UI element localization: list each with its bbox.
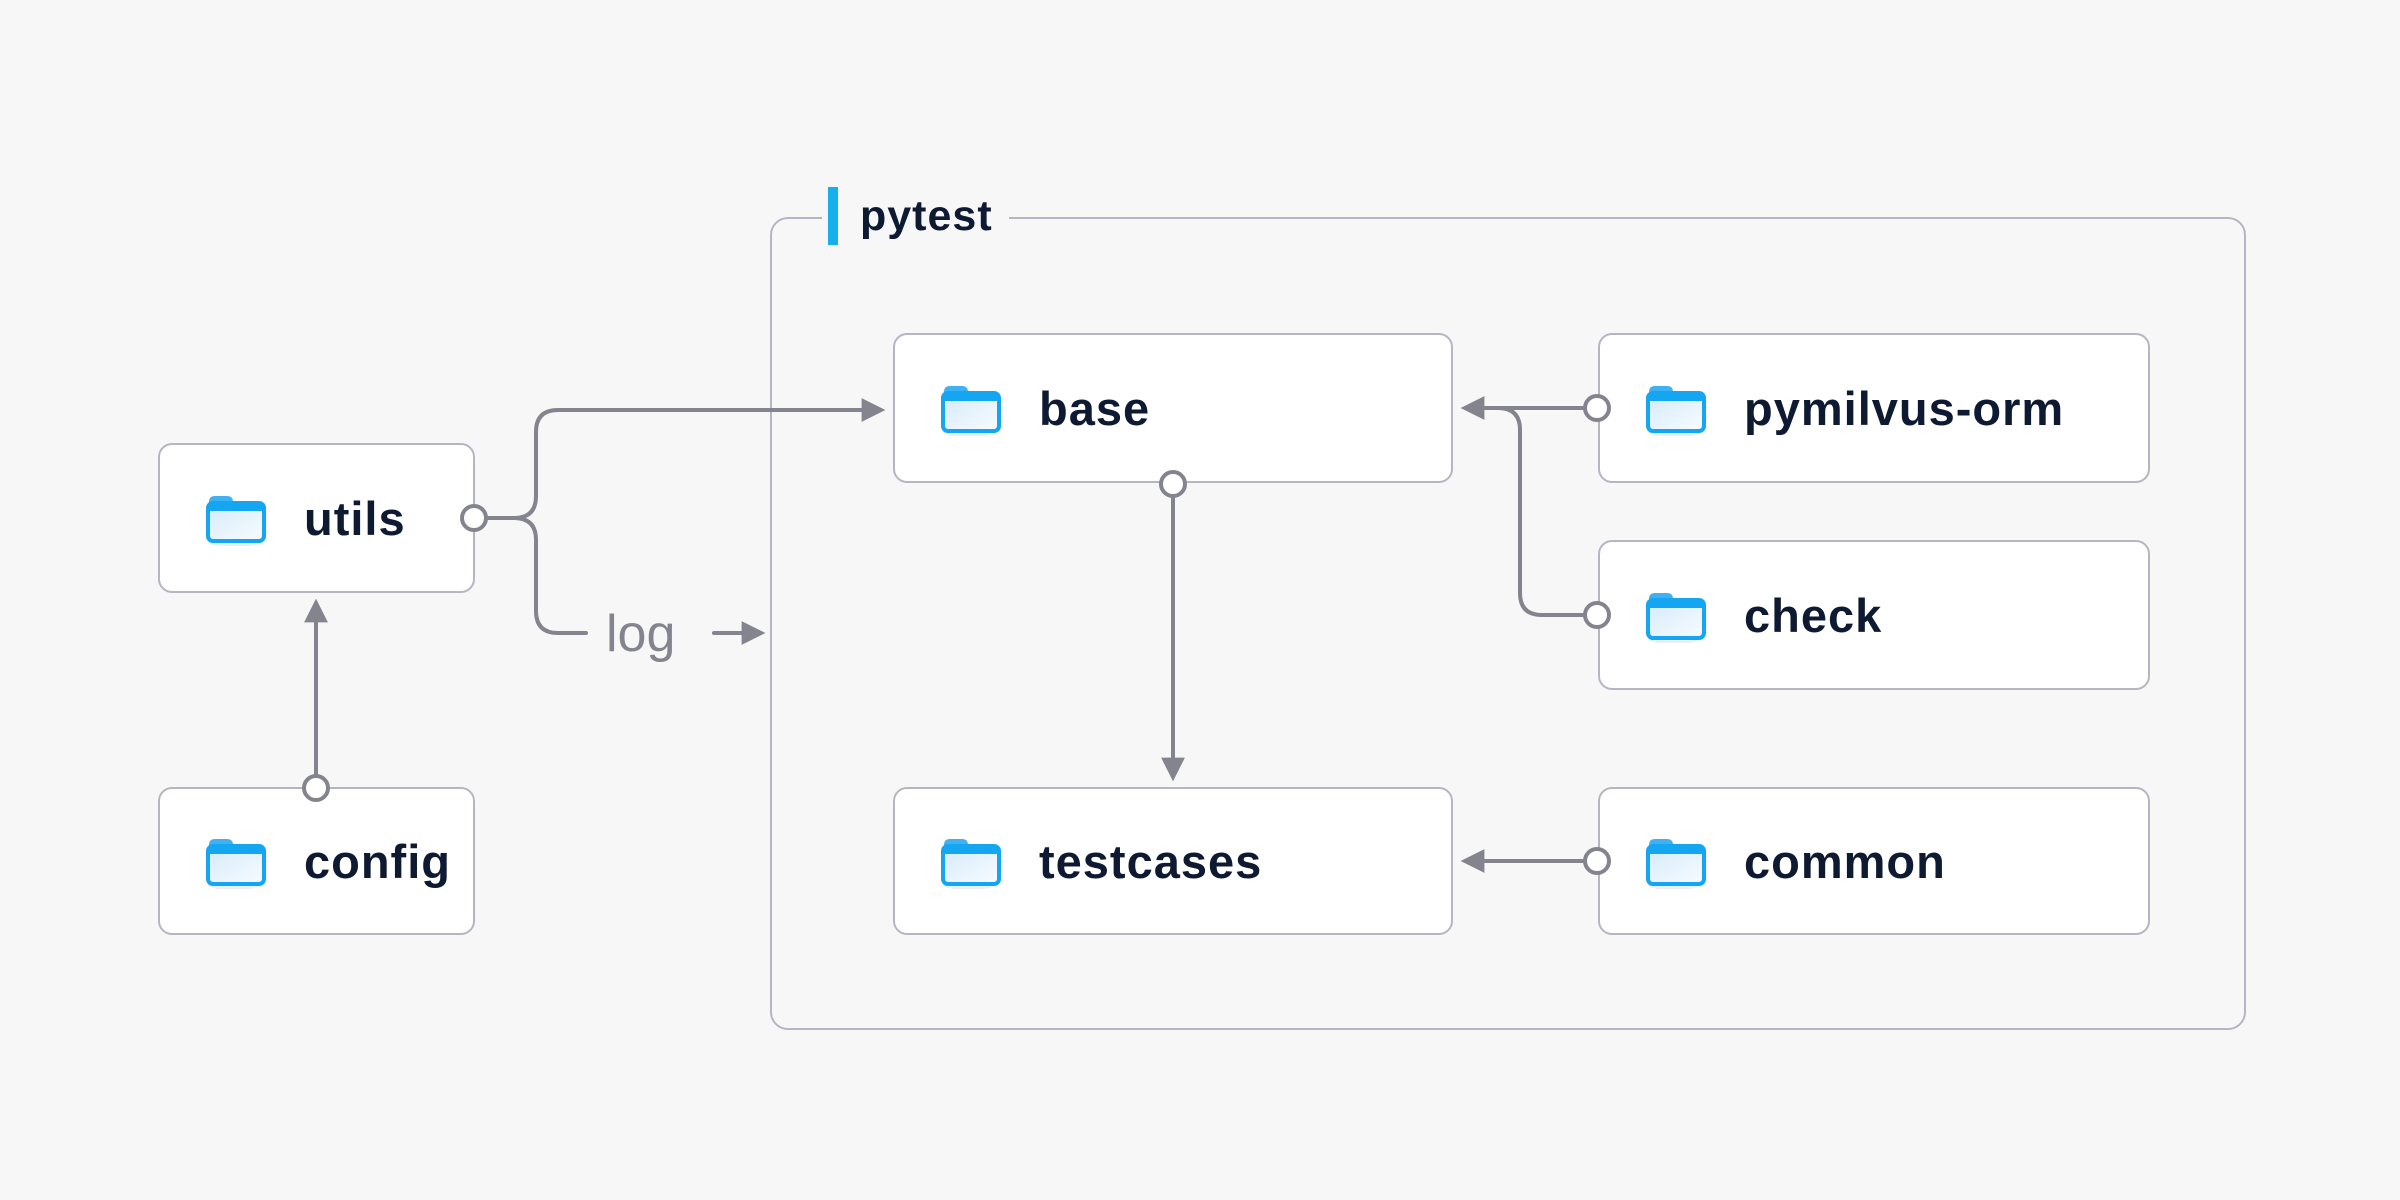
folder-icon <box>941 839 1001 889</box>
folder-icon <box>1646 593 1706 643</box>
node-label: base <box>1039 381 1151 435</box>
node-testcases: testcases <box>893 787 1453 935</box>
node-label: utils <box>304 491 406 545</box>
node-check: check <box>1598 540 2150 690</box>
folder-icon <box>206 496 266 546</box>
node-config: config <box>158 787 475 935</box>
node-pymilvus-orm: pymilvus-orm <box>1598 333 2150 483</box>
pytest-group-label: pytest <box>822 186 1009 246</box>
accent-bar <box>828 187 838 245</box>
folder-icon <box>1646 839 1706 889</box>
folder-icon <box>941 386 1001 436</box>
node-label: testcases <box>1039 834 1263 888</box>
node-label: config <box>304 834 451 888</box>
node-common: common <box>1598 787 2150 935</box>
folder-icon <box>1646 386 1706 436</box>
group-title: pytest <box>860 192 993 240</box>
node-label: check <box>1744 588 1883 642</box>
pytest-group-box <box>770 217 2246 1030</box>
folder-icon <box>206 839 266 889</box>
node-label: common <box>1744 834 1946 888</box>
edge-utils-to-log <box>484 516 588 635</box>
node-label: pymilvus-orm <box>1744 381 2065 435</box>
node-base: base <box>893 333 1453 483</box>
node-utils: utils <box>158 443 475 593</box>
log-edge-label: log <box>606 605 675 663</box>
